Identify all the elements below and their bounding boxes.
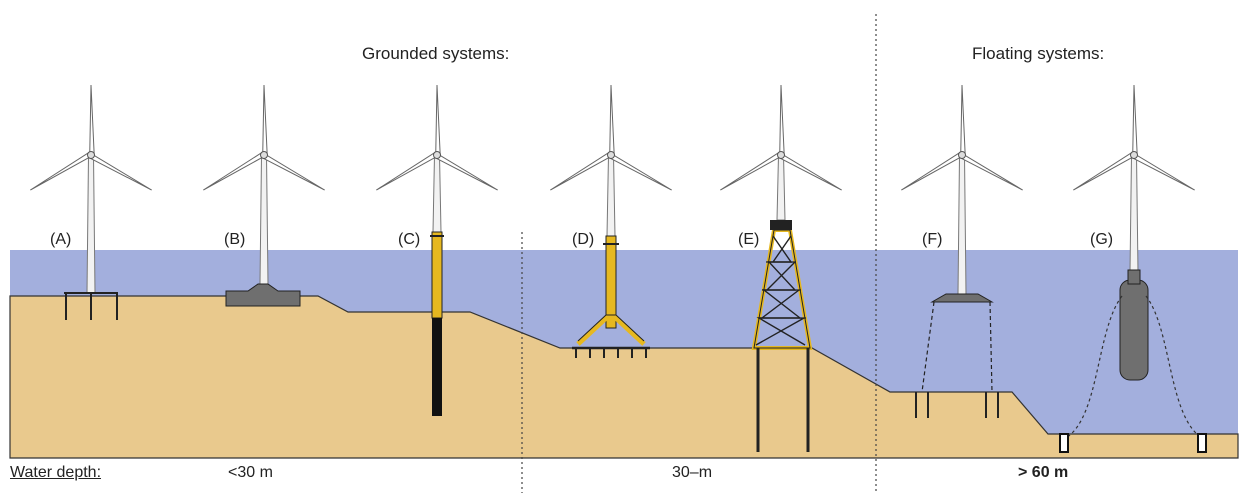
turbine-blade — [261, 153, 325, 191]
turbine-label-e: (E) — [738, 231, 760, 248]
turbine-hub — [433, 151, 441, 159]
turbine-hub — [777, 151, 785, 159]
turbine-blade — [88, 153, 152, 191]
turbine-blade — [720, 151, 783, 191]
foundation-a — [64, 292, 118, 320]
turbine-label-f: (F) — [922, 231, 943, 248]
turbine-blade — [434, 153, 498, 191]
turbines — [30, 84, 1195, 295]
turbine-blade — [550, 151, 613, 191]
turbine-hub — [260, 151, 268, 159]
turbine-blade — [1132, 84, 1138, 156]
turbine-hub — [87, 151, 95, 159]
turbine-blade — [960, 84, 966, 156]
foundation-g — [1059, 269, 1207, 453]
turbine-hub — [1130, 151, 1138, 159]
turbine-a — [30, 84, 152, 294]
turbine-tower — [86, 154, 96, 294]
turbine-blade — [203, 151, 266, 191]
turbine-tower — [776, 154, 786, 221]
turbine-blade — [901, 151, 964, 191]
turbine-tower — [957, 154, 967, 295]
turbine-blade — [779, 84, 785, 156]
depth-transitional: 30–m — [672, 464, 713, 481]
turbine-blade — [959, 153, 1023, 191]
turbine-label-a: (A) — [50, 231, 72, 248]
depth-shallow: <30 m — [228, 464, 273, 481]
turbine-hub — [607, 151, 615, 159]
turbine-g — [1073, 84, 1195, 273]
floating-systems-header: Floating systems: — [972, 44, 1105, 63]
turbine-hub — [958, 151, 966, 159]
turbine-tower — [432, 154, 442, 233]
turbine-blade — [609, 84, 615, 156]
turbine-blade — [435, 84, 441, 156]
turbine-blade — [376, 151, 439, 191]
grounded-systems-header: Grounded systems: — [362, 44, 510, 63]
water-depth-title: Water depth: — [10, 464, 102, 481]
turbine-tower — [1129, 154, 1139, 273]
turbine-blade — [89, 84, 95, 156]
turbine-label-b: (B) — [224, 231, 246, 248]
turbine-tower — [259, 154, 269, 285]
turbine-e — [720, 84, 842, 221]
turbine-blade — [1073, 151, 1136, 191]
foundation-c — [430, 231, 444, 416]
turbine-f — [901, 84, 1023, 295]
turbine-d — [550, 84, 672, 237]
turbine-label-d: (D) — [572, 231, 595, 248]
turbine-label-g: (G) — [1090, 231, 1114, 248]
turbine-blade — [30, 151, 93, 191]
seabed-profile — [9, 295, 1239, 459]
turbine-blade — [262, 84, 268, 156]
turbine-c — [376, 84, 498, 233]
depth-deep: > 60 m — [1018, 464, 1069, 481]
turbine-b — [203, 84, 325, 285]
foundation-f — [915, 293, 999, 418]
turbine-blade — [778, 153, 842, 191]
turbine-label-c: (C) — [398, 231, 421, 248]
foundation-b — [225, 283, 301, 307]
turbine-blade — [1131, 153, 1195, 191]
turbine-blade — [608, 153, 672, 191]
foundation-d — [572, 235, 650, 358]
foundation-e — [751, 220, 813, 452]
turbine-tower — [606, 154, 616, 237]
